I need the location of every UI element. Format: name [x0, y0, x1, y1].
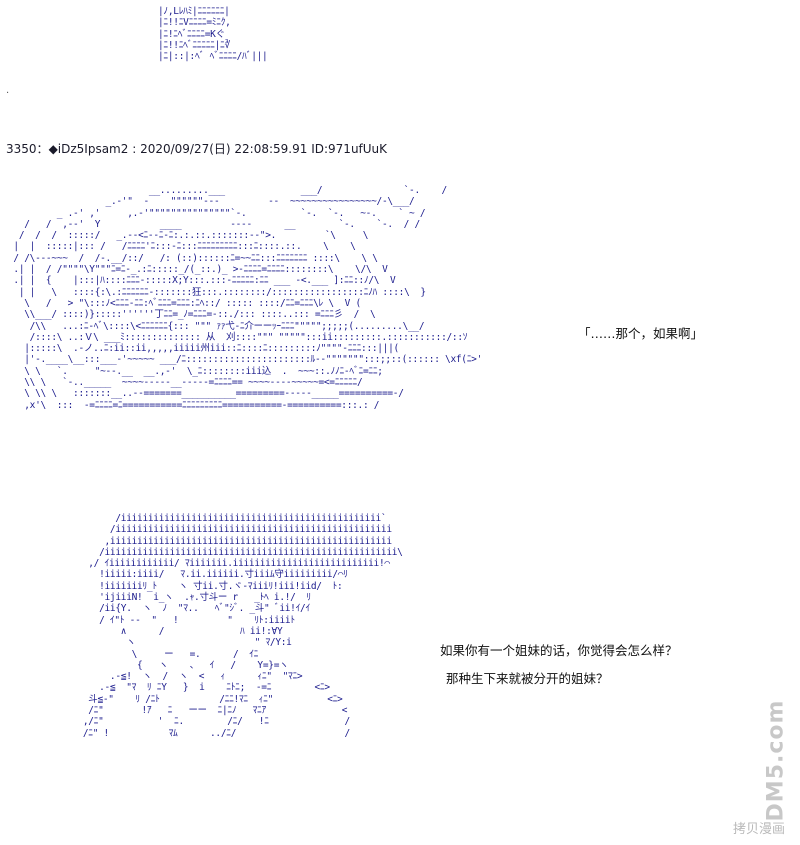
- ascii-art-text-block: |ﾉ,Lﾚﾊﾐ|ﾆﾆﾆﾆﾆﾆ| |ﾆ!!ﾆVﾆﾆﾆﾆ=ﾐﾆｸ, |ﾆ!ﾆﾍﾞﾆﾆ…: [158, 6, 268, 63]
- dialogue-line-3: 那种生下来就被分开的姐妹？: [446, 671, 609, 686]
- dialogue-line-1: 「……那个，如果啊」: [578, 326, 704, 341]
- watermark-side: DM5.com: [760, 699, 792, 821]
- post-separator: ：: [36, 142, 49, 156]
- stray-dot: ·: [6, 88, 10, 99]
- post-header: 3350：◆iDz5Ipsam2 : 2020/09/27(日) 22:08:5…: [6, 142, 388, 156]
- ascii-art-car-interior: __.........___ ___/ `-. / _.-'" - """"""…: [13, 185, 483, 411]
- post-number: 3350: [6, 142, 37, 156]
- dialogue-line-2: 如果你有一个姐妹的话，你觉得会怎么样？: [440, 643, 678, 658]
- ascii-art-character: /iiiiiiiiiiiiiiiiiiiiiiiiiiiiiiiiiiiiiii…: [82, 513, 403, 739]
- post-id: ID:971ufUuK: [311, 142, 388, 156]
- post-trip: ◆iDz5Ipsam2: [48, 142, 129, 156]
- post-datetime: 2020/09/27(日) 22:08:59.91: [140, 142, 308, 156]
- watermark-bottom: 拷贝漫画: [733, 822, 786, 837]
- watermark-side-text: DM5.com: [763, 699, 789, 821]
